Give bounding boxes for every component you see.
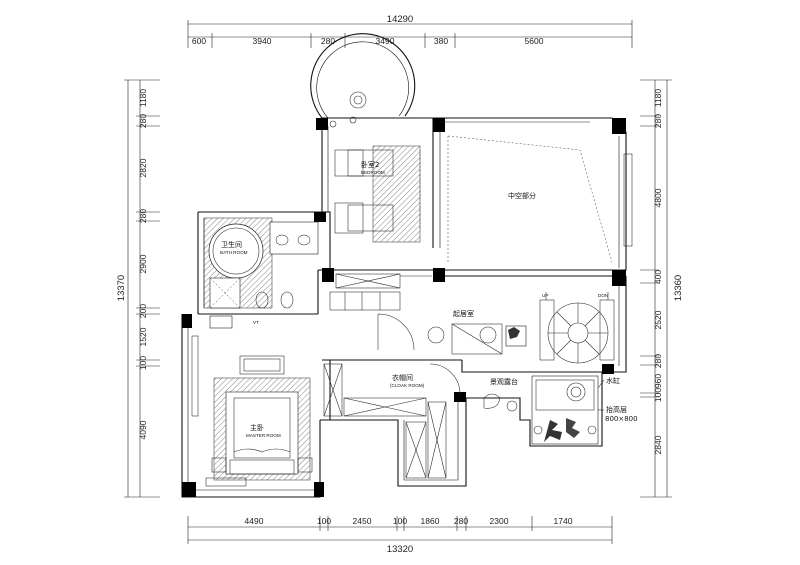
right-total: 13360 bbox=[673, 275, 684, 301]
right-seg-4: 400 bbox=[653, 270, 663, 284]
top-dimension-chain: 14290 600 3940 280 3490 380 5600 bbox=[187, 14, 633, 48]
left-seg-7: 1520 bbox=[138, 327, 148, 346]
right-seg-3: 4800 bbox=[653, 188, 663, 207]
bathroom: 卫生间 BATH ROOM VT bbox=[203, 217, 319, 329]
bottom-seg-8: 1740 bbox=[554, 516, 573, 526]
stair-up-label: UP bbox=[542, 293, 548, 298]
cloak-room: 衣帽间 (CLOAK ROOM) bbox=[323, 363, 461, 479]
cloak-label: 衣帽间 bbox=[392, 373, 413, 382]
terrace-label: 景观露台 bbox=[490, 377, 518, 386]
left-seg-4: 280 bbox=[138, 209, 148, 223]
left-seg-2: 280 bbox=[138, 114, 148, 128]
right-seg-8: 100 bbox=[653, 388, 663, 402]
right-seg-5: 2520 bbox=[653, 310, 663, 329]
void-area: 中空部分 bbox=[440, 121, 633, 263]
columns bbox=[182, 118, 626, 497]
bedroom2-label-en: BEDROOM bbox=[361, 170, 385, 175]
bathroom-label-en: BATH ROOM bbox=[220, 250, 248, 255]
bottom-seg-4: 100 bbox=[393, 516, 407, 526]
right-seg-6: 280 bbox=[653, 354, 663, 368]
bottom-seg-2: 100 bbox=[317, 516, 331, 526]
vt-label: VT bbox=[253, 320, 259, 325]
right-seg-2: 280 bbox=[653, 114, 663, 128]
left-seg-6: 200 bbox=[138, 304, 148, 318]
bottom-seg-6: 280 bbox=[454, 516, 468, 526]
left-seg-8: 100 bbox=[138, 356, 148, 370]
living-label: 起居室 bbox=[453, 309, 474, 318]
left-seg-9: 4090 bbox=[138, 420, 148, 439]
bottom-seg-5: 1860 bbox=[421, 516, 440, 526]
bottom-seg-3: 2450 bbox=[353, 516, 372, 526]
bedroom2-label: 卧室2 bbox=[361, 160, 379, 169]
top-seg-2: 3940 bbox=[253, 36, 272, 46]
left-dimension-chain: 13370 1180 280 2820 280 2900 200 1520 10… bbox=[116, 79, 160, 498]
raised-floor-size: 800×800 bbox=[605, 415, 638, 423]
corridor-cabinets bbox=[329, 273, 432, 351]
spiral-stair: UP DON bbox=[539, 292, 615, 364]
cloak-label-en: (CLOAK ROOM) bbox=[390, 383, 425, 388]
bottom-seg-7: 2300 bbox=[490, 516, 509, 526]
void-label: 中空部分 bbox=[508, 191, 536, 200]
water-tank-label: 水缸 bbox=[606, 376, 620, 385]
living-area: 起居室 bbox=[427, 309, 527, 355]
balcony-furniture bbox=[329, 91, 367, 128]
master-label: 主卧 bbox=[250, 423, 264, 432]
top-total: 14290 bbox=[387, 14, 413, 25]
bottom-seg-1: 4490 bbox=[245, 516, 264, 526]
bottom-dimension-chain: 4490 100 2450 100 1860 280 2300 1740 133… bbox=[187, 516, 613, 555]
right-seg-7: 960 bbox=[653, 374, 663, 388]
top-seg-5: 380 bbox=[434, 36, 448, 46]
right-seg-9: 2840 bbox=[653, 435, 663, 454]
left-seg-1: 1180 bbox=[138, 89, 148, 108]
right-dimension-chain: 1180 280 4800 400 2520 280 960 100 2840 … bbox=[640, 79, 684, 498]
bedroom2-furniture: 卧室2 BEDROOM bbox=[334, 145, 421, 243]
top-seg-6: 5600 bbox=[525, 36, 544, 46]
bottom-total: 13320 bbox=[387, 544, 413, 555]
left-seg-5: 2900 bbox=[138, 254, 148, 273]
top-seg-1: 600 bbox=[192, 36, 206, 46]
raised-floor-label: 抬高层 bbox=[606, 405, 627, 414]
terrace: 景观露台 水缸 抬高层 800×800 bbox=[483, 375, 638, 445]
master-room: 主卧 MASTER ROOM bbox=[191, 335, 313, 487]
left-seg-3: 2820 bbox=[138, 158, 148, 177]
top-seg-4: 3490 bbox=[376, 36, 395, 46]
bathroom-label: 卫生间 bbox=[221, 240, 242, 249]
left-total: 13370 bbox=[116, 275, 127, 301]
right-seg-1: 1180 bbox=[653, 89, 663, 108]
top-seg-3: 280 bbox=[321, 36, 335, 46]
master-label-en: MASTER ROOM bbox=[246, 433, 281, 438]
stair-down-label: DON bbox=[598, 293, 608, 298]
